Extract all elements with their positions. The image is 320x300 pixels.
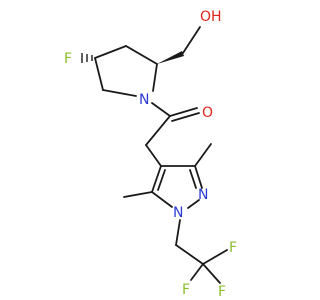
carbonyl-oxygen-label: O bbox=[202, 105, 213, 121]
bond-carbonyl-ch2 bbox=[145, 115, 171, 146]
pyrrolidine-ring bbox=[94, 45, 158, 97]
fluoro-ring-label: F bbox=[64, 51, 72, 67]
bond-c3-n2-double bbox=[189, 169, 197, 189]
trifluoroethyl-group: F F F bbox=[175, 219, 237, 300]
bond-cf3-f-top bbox=[202, 249, 228, 265]
amide-group: O bbox=[145, 102, 213, 146]
bond-cf3-f-right bbox=[202, 263, 221, 284]
bond-c5-c4-double bbox=[157, 169, 166, 191]
hydroxymethyl-group: OH bbox=[157, 9, 222, 64]
bond-c-o-2 bbox=[171, 112, 200, 122]
cf3-f-top-label: F bbox=[229, 240, 237, 256]
molecule-structure: OH F N O N N F F bbox=[64, 9, 237, 300]
bond-ch2-oh bbox=[182, 26, 201, 54]
bond-c5-c4 bbox=[151, 165, 162, 193]
methyl-c3-bond bbox=[194, 143, 212, 167]
pyrazole-ring: N N bbox=[151, 165, 208, 221]
bond-cf3-f-left bbox=[190, 263, 204, 281]
bond-n2-n1 bbox=[187, 199, 200, 209]
cf3-f-right-label: F bbox=[218, 284, 226, 300]
bond-c4-c3 bbox=[94, 45, 127, 59]
bond-c3-n2 bbox=[194, 165, 203, 189]
wedge-bond-c2-ch2 bbox=[157, 51, 184, 64]
bond-n1-ch2 bbox=[175, 219, 181, 246]
ring-nitrogen-label: N bbox=[139, 92, 149, 108]
bond-c5-c4 bbox=[94, 57, 104, 91]
pyrazole-n1-label: N bbox=[173, 205, 183, 221]
pyrazole-n2-label: N bbox=[198, 187, 208, 203]
bond-n1-c5 bbox=[151, 191, 173, 208]
bond-c3-c2 bbox=[125, 45, 158, 65]
bond-c2-n bbox=[152, 63, 158, 92]
oh-label: OH bbox=[200, 9, 222, 25]
molecule-canvas: OH F N O N N F F bbox=[64, 9, 237, 300]
bond-c-o-1 bbox=[169, 107, 198, 117]
bond-ch2-cf3 bbox=[175, 244, 204, 265]
ring-fluoro: F bbox=[64, 51, 93, 67]
bond-n-carbonyl bbox=[151, 102, 171, 117]
cf3-f-left-label: F bbox=[182, 282, 190, 298]
bond-ch2-c4 bbox=[145, 144, 162, 167]
bond-n-c5 bbox=[102, 89, 137, 97]
methyl-c5-bond bbox=[123, 191, 153, 198]
